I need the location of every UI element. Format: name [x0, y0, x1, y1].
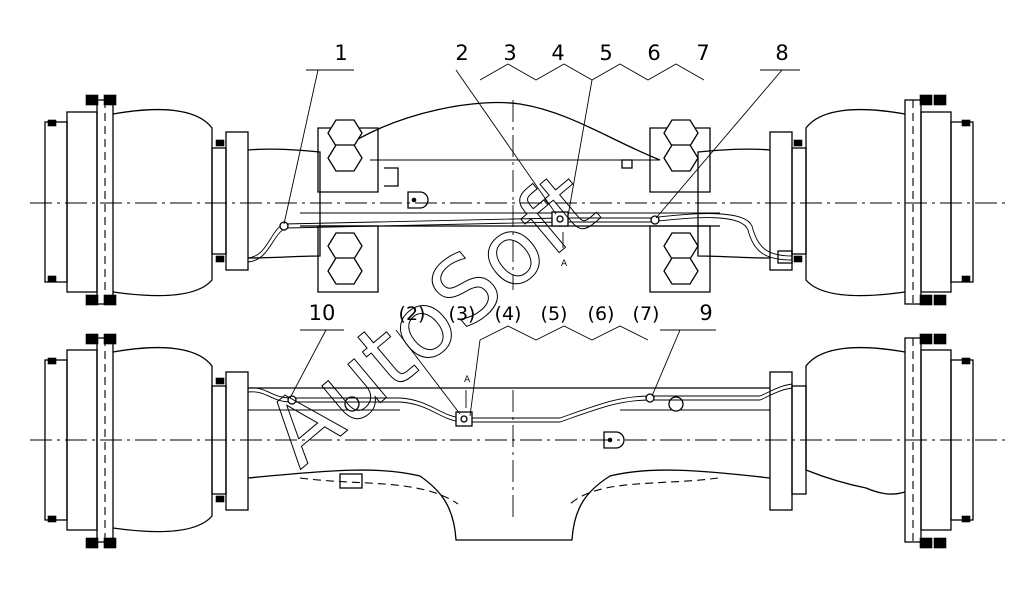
section-marker-a-top: A [561, 259, 568, 269]
callout-2-ref: (2) [399, 303, 426, 325]
top-view: A 1 2 3 4 5 6 7 8 [30, 41, 1010, 306]
callout-5-ref: (5) [541, 303, 568, 325]
right-wheel-hub [769, 94, 974, 306]
section-marker-a-bottom: A [464, 375, 471, 385]
right-spring-seat [649, 119, 711, 293]
callout-6-ref: (6) [588, 303, 615, 325]
callout-4: 4 [551, 41, 564, 65]
callout-5: 5 [599, 41, 612, 65]
right-wheel-hub-bottom [769, 333, 974, 549]
left-spring-seat [317, 119, 399, 293]
callout-7: 7 [696, 41, 709, 65]
callout-10: 10 [309, 301, 336, 325]
left-wheel-hub [44, 94, 249, 306]
callout-8: 8 [775, 41, 788, 65]
callout-1: 1 [334, 41, 347, 65]
callout-3: 3 [503, 41, 516, 65]
callout-7-ref: (7) [633, 303, 660, 325]
bottom-view: A 10 (2) (3) (4) (5) (6) (7) 9 [30, 301, 1010, 549]
left-wheel-hub-bottom [44, 333, 249, 549]
callout-6: 6 [647, 41, 660, 65]
callout-9: 9 [699, 301, 712, 325]
callout-4-ref: (4) [495, 303, 522, 325]
callout-3-ref: (3) [449, 303, 476, 325]
callout-2: 2 [455, 41, 468, 65]
